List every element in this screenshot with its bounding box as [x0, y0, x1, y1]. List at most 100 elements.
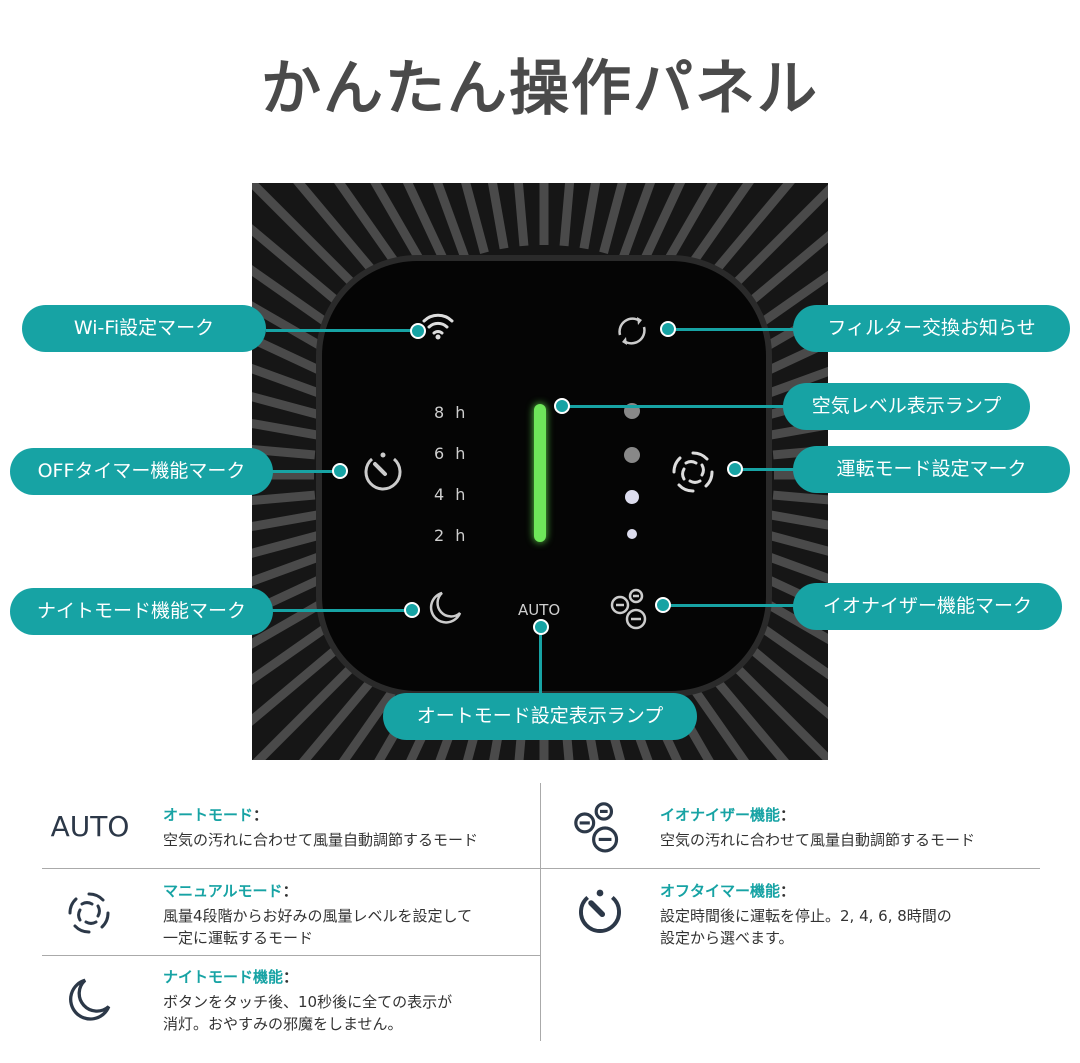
grille-ray	[252, 549, 330, 587]
grille-ray	[703, 184, 828, 316]
grille-ray	[252, 363, 330, 401]
moon-icon	[64, 975, 114, 1029]
legend-desc: 空気の汚れに合わせて風量自動調節するモード	[163, 831, 479, 849]
grille-ray	[769, 510, 828, 530]
timer-icon	[572, 884, 628, 944]
divider-row-1	[42, 868, 1040, 869]
grille-ray	[688, 648, 790, 760]
grille-ray	[252, 530, 324, 558]
grille-ray	[672, 660, 750, 760]
grille-ray	[599, 183, 627, 255]
legend-desc-line: 一定に運転するモード	[163, 929, 314, 947]
legend-auto: オートモード： 空気の汚れに合わせて風量自動調節するモード	[163, 804, 478, 851]
callout-point-timer	[332, 463, 348, 479]
auto-lamp-label: AUTO	[518, 601, 561, 619]
callout-drive-mode: 運転モード設定マーク	[793, 446, 1070, 493]
grille-ray	[252, 619, 371, 726]
legend-desc: 空気の汚れに合わせて風量自動調節するモード	[660, 831, 976, 849]
timer-label-6h: 6 h	[434, 444, 469, 463]
callout-air-level: 空気レベル表示ランプ	[783, 383, 1030, 430]
divider-row-2	[42, 955, 540, 956]
callout-point-ionizer	[655, 597, 671, 613]
callout-line-night	[270, 609, 412, 612]
grille-ray	[432, 183, 470, 261]
legend-ionizer: イオナイザー機能： 空気の汚れに合わせて風量自動調節するモード	[660, 804, 975, 851]
callout-auto-lamp: オートモード設定表示ランプ	[383, 693, 697, 740]
grille-ray	[293, 183, 400, 302]
legend-off-timer: オフタイマー機能： 設定時間後に運転を停止。2, 4, 6, 8時間の設定から選…	[660, 880, 952, 949]
callout-ionizer: イオナイザー機能マーク	[793, 583, 1062, 630]
callout-point-air	[554, 398, 570, 414]
grille-ray	[618, 183, 656, 261]
colon: ：	[283, 968, 299, 986]
grille-ray	[758, 366, 828, 401]
grille-ray	[252, 634, 385, 760]
legend-desc-line: ボタンをタッチ後、10秒後に全ての表示が	[163, 993, 453, 1011]
grille-ray	[740, 305, 828, 364]
callout-point-wifi	[410, 323, 426, 339]
timer-icon	[358, 447, 408, 501]
grille-ray	[252, 510, 319, 532]
grille-ray	[487, 183, 509, 250]
grille-ray	[338, 660, 416, 760]
grille-ray	[729, 270, 828, 347]
grille-ray	[688, 183, 795, 302]
grille-ray	[717, 619, 828, 720]
colon: ：	[780, 806, 796, 824]
legend-desc-line: 設定時間後に運転を停止。2, 4, 6, 8時間の	[660, 907, 952, 925]
grille-ray	[461, 183, 489, 255]
grille-ray	[252, 224, 371, 331]
grille-ray	[717, 230, 828, 331]
grille-ray	[514, 703, 529, 760]
grille-ray	[252, 333, 338, 382]
touch-panel: 8 h 6 h 4 h 2 h AUTO	[322, 261, 766, 691]
ionizer-icon	[572, 800, 628, 860]
grille-ray	[334, 183, 416, 290]
grille-ray	[252, 444, 316, 460]
grille-ray	[772, 490, 828, 505]
fan-icon	[64, 888, 114, 942]
grille-ray	[579, 700, 599, 760]
grille-ray	[758, 549, 828, 584]
grille-ray	[703, 634, 828, 760]
ionizer-icon	[610, 587, 654, 635]
filter-refresh-icon	[612, 311, 652, 355]
grille-ray	[559, 183, 575, 247]
callout-line-filter	[668, 328, 798, 331]
grille-ray	[559, 703, 574, 760]
air-level-lamp	[534, 404, 546, 542]
grille-ray	[252, 418, 319, 440]
legend-manual: マニュアルモード： 風量4段階からお好みの風量レベルを設定して一定に運転するモー…	[163, 880, 472, 949]
legend-desc-line: 風量4段階からお好みの風量レベルを設定して	[163, 907, 473, 925]
grille-ray	[750, 568, 828, 613]
callout-point-auto	[533, 619, 549, 635]
legend-heading: オフタイマー機能	[660, 882, 781, 900]
divider-vertical	[540, 783, 541, 1041]
moon-icon	[426, 589, 464, 631]
grille-ray	[579, 183, 601, 250]
grille-ray	[740, 586, 828, 645]
timer-label-4h: 4 h	[434, 485, 469, 504]
callout-point-night	[404, 602, 420, 618]
callout-night: ナイトモード機能マーク	[10, 588, 273, 635]
level-dot-2	[625, 490, 639, 504]
callout-filter: フィルター交換お知らせ	[793, 305, 1070, 352]
grille-ray	[370, 183, 433, 279]
callout-line-ionizer	[663, 604, 797, 607]
legend-heading: マニュアルモード	[163, 882, 283, 900]
callout-line-mode	[735, 468, 795, 471]
level-dot-1	[627, 529, 637, 539]
colon: ：	[780, 882, 796, 900]
grille-ray	[489, 700, 509, 760]
grille-ray	[764, 530, 828, 556]
legend-heading: オートモード	[163, 806, 254, 824]
fan-mode-icon	[668, 447, 718, 501]
callout-line-auto	[539, 627, 542, 697]
grille-ray	[252, 568, 338, 617]
grille-ray	[252, 265, 359, 347]
grille-ray	[729, 603, 828, 680]
grille-ray	[402, 183, 451, 269]
grille-ray	[252, 490, 316, 506]
page-title: かんたん操作パネル	[261, 54, 819, 124]
timer-label-8h: 8 h	[434, 403, 469, 422]
